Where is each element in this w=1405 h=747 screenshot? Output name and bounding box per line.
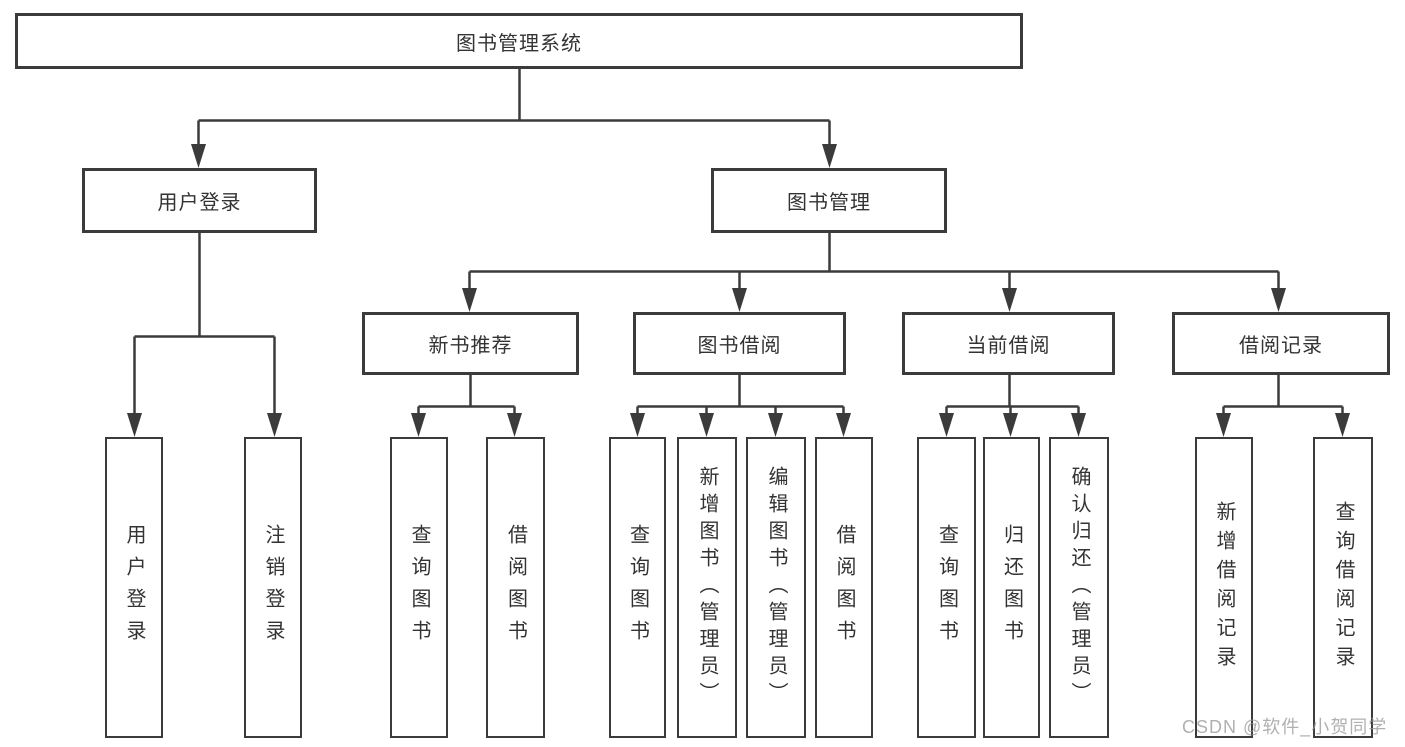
leaf-newbook-query-books: 查询图书 — [390, 437, 448, 738]
node-new-book-recommend: 新书推荐 — [362, 312, 579, 375]
connector-newbook-to-leaves — [417, 375, 516, 415]
node-book-borrowing: 图书借阅 — [633, 312, 846, 375]
leaf-confirm-return-admin: 确认归还（管理员） — [1049, 437, 1109, 738]
leaf-user-login-label: 用户登录 — [123, 523, 145, 652]
leaf-add-books-admin-label: 新增图书（管理员） — [696, 466, 718, 709]
connector-borrowrecords-to-leaves — [1222, 375, 1344, 415]
connector-bookborrow-to-leaves — [636, 375, 845, 415]
leaf-user-login: 用户登录 — [105, 437, 163, 738]
leaf-borrowing-query-books-label: 查询图书 — [626, 523, 649, 652]
leaf-borrowing-query-books: 查询图书 — [609, 437, 666, 738]
leaf-add-borrow-record: 新增借阅记录 — [1195, 437, 1253, 738]
leaf-borrowing-borrow-books-label: 借阅图书 — [833, 523, 855, 652]
leaf-edit-books-admin: 编辑图书（管理员） — [746, 437, 806, 738]
arrowheads-borrowrecords-leaves — [1216, 413, 1350, 437]
arrowheads-userlogin-leaves — [127, 413, 282, 437]
leaf-return-books-label: 归还图书 — [1000, 523, 1023, 652]
leaf-return-books: 归还图书 — [983, 437, 1040, 738]
node-book-management: 图书管理 — [711, 168, 947, 233]
arrowheads-newbook-leaves — [411, 413, 522, 437]
leaf-newbook-borrow-books-label: 借阅图书 — [504, 523, 527, 652]
leaf-newbook-borrow-books: 借阅图书 — [486, 437, 545, 738]
leaf-borrowing-borrow-books: 借阅图书 — [815, 437, 873, 738]
leaf-edit-books-admin-label: 编辑图书（管理员） — [765, 466, 787, 709]
node-borrow-records: 借阅记录 — [1172, 312, 1390, 375]
connector-userlogin-to-leaves — [133, 233, 276, 415]
leaf-current-query-books: 查询图书 — [917, 437, 976, 738]
csdn-watermark: CSDN @软件_小贺同学 — [1182, 717, 1388, 737]
leaf-add-borrow-record-label: 新增借阅记录 — [1213, 500, 1235, 675]
leaf-query-borrow-record: 查询借阅记录 — [1313, 437, 1373, 738]
node-current-borrowing: 当前借阅 — [902, 312, 1115, 375]
arrowheads-bookborrow-leaves — [630, 413, 851, 437]
leaf-current-query-books-label: 查询图书 — [935, 523, 958, 652]
node-library-management-system: 图书管理系统 — [15, 13, 1023, 69]
connector-currentborrow-to-leaves — [945, 375, 1080, 415]
leaf-query-borrow-record-label: 查询借阅记录 — [1332, 500, 1354, 675]
arrowheads-level3 — [462, 288, 1286, 312]
leaf-logout-label: 注销登录 — [262, 523, 284, 652]
leaf-add-books-admin: 新增图书（管理员） — [677, 437, 737, 738]
leaf-logout: 注销登录 — [244, 437, 302, 738]
arrowheads-currentborrow-leaves — [939, 413, 1086, 437]
leaf-newbook-query-books-label: 查询图书 — [408, 523, 430, 652]
connector-root-to-level2 — [197, 69, 831, 146]
leaf-confirm-return-admin-label: 确认归还（管理员） — [1068, 466, 1090, 709]
node-user-login: 用户登录 — [82, 168, 317, 233]
arrowheads-level2 — [191, 144, 837, 168]
connector-bookmgmt-to-level3 — [468, 233, 1280, 290]
